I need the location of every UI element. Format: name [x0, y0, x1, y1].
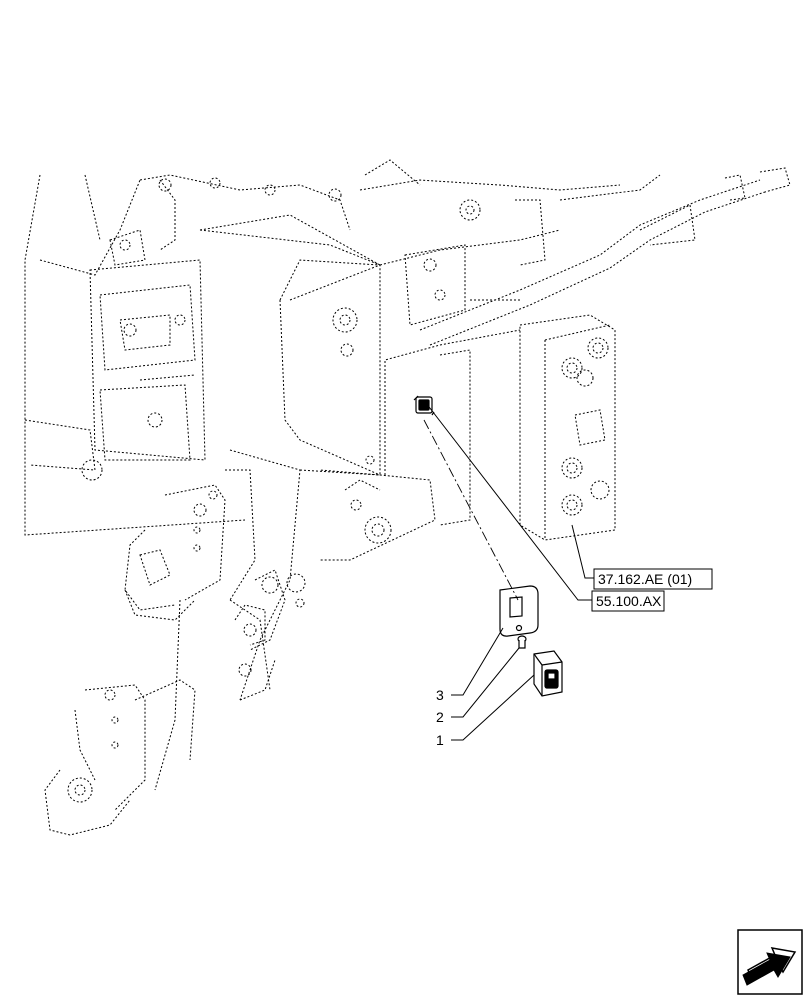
callout-number-1: 1 — [436, 732, 444, 748]
reference-label: 55.100.AX — [596, 593, 662, 609]
switch-mounting-location — [413, 395, 435, 416]
reference-box-55-100-ax[interactable]: 55.100.AX — [591, 590, 665, 612]
reference-label: 37.162.AE (01) — [598, 571, 692, 587]
part-2-screw — [517, 635, 527, 649]
part-1-rocker-switch — [533, 650, 563, 697]
callout-number-2: 2 — [436, 709, 444, 725]
tractor-rear-hitch-outline — [24, 159, 791, 836]
assembly-centerline — [423, 419, 519, 601]
reference-box-37-162-ae[interactable]: 37.162.AE (01) — [593, 568, 713, 590]
callout-number-3: 3 — [436, 687, 444, 703]
part-3-bezel-plate — [499, 585, 539, 637]
next-page-arrow-icon[interactable] — [737, 929, 803, 995]
leader-lines — [425, 402, 595, 741]
